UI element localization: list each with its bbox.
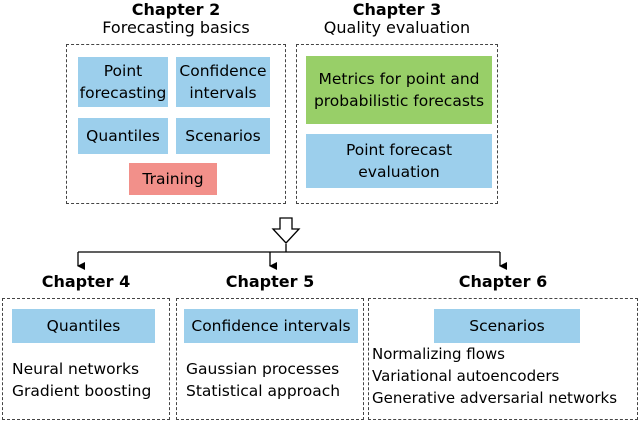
chapter-3-subtitle: Quality evaluation (323, 18, 471, 37)
method-statistical-approach: Statistical approach (186, 382, 341, 400)
chapter-2-subtitle: Forecasting basics (102, 18, 250, 37)
scenarios-box: Scenarios (176, 118, 270, 154)
method-normalizing-flows: Normalizing flows (372, 345, 505, 363)
point-forecast-evaluation-box: Point forecast evaluation (306, 134, 492, 188)
training-box: Training (129, 163, 217, 195)
method-gan: Generative adversarial networks (372, 389, 618, 407)
chapter-4-title: Chapter 4 (41, 272, 131, 291)
metrics-box: Metrics for point and probabilistic fore… (306, 56, 492, 124)
chapter-5-title: Chapter 5 (225, 272, 315, 291)
chapter-6-frame (368, 298, 638, 420)
chapter-6-methods: Normalizing flows Variational autoencode… (372, 343, 617, 409)
chapter-4-quantiles-box: Quantiles (12, 309, 155, 343)
chapter-6-title: Chapter 6 (458, 272, 548, 291)
chapter-3-title: Chapter 3 (352, 0, 442, 19)
method-gaussian-processes: Gaussian processes (186, 360, 340, 378)
chapter-6-scenarios-box: Scenarios (434, 309, 580, 343)
chapter-5-methods: Gaussian processes Statistical approach (186, 358, 340, 402)
chapter-5-confidence-intervals-box: Confidence intervals (184, 309, 358, 343)
chapter-2-title: Chapter 2 (131, 0, 221, 19)
chapter-3-frame (296, 44, 498, 204)
method-gradient-boosting: Gradient boosting (12, 382, 152, 400)
down-arrow-outline-icon (271, 217, 301, 244)
chapter-4-frame (2, 298, 170, 420)
confidence-intervals-box: Confidence intervals (176, 57, 270, 107)
chapter-4-methods: Neural networks Gradient boosting (12, 358, 151, 402)
point-forecasting-box: Point forecasting (78, 57, 168, 107)
chapter-2-frame (66, 44, 286, 204)
chapter-5-frame (176, 298, 364, 420)
quantiles-box: Quantiles (78, 118, 168, 154)
method-neural-networks: Neural networks (12, 360, 140, 378)
method-variational-autoencoders: Variational autoencoders (372, 367, 560, 385)
